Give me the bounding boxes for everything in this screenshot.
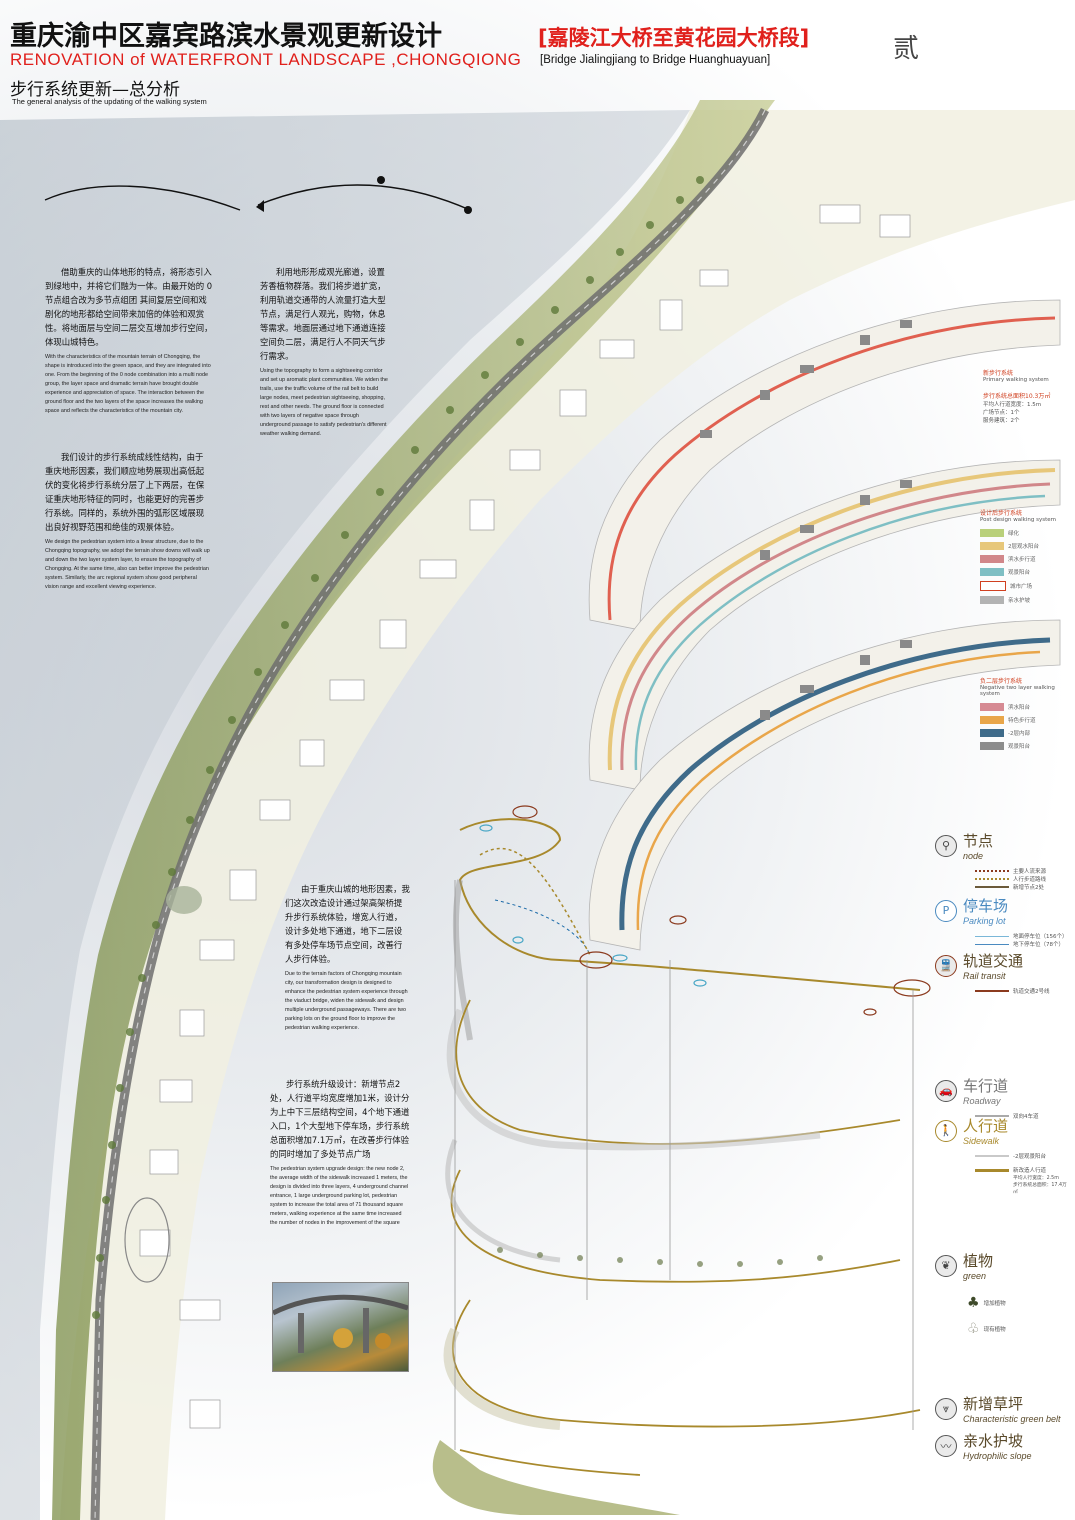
layer-green: [443, 1247, 921, 1430]
layer-map-1: [588, 299, 1061, 631]
guide-lines: [454, 880, 914, 1450]
tree-icon: ♣: [967, 1295, 980, 1311]
layer-roadway: [446, 999, 901, 1151]
map2-legend-item: 观景阳台: [980, 568, 1065, 576]
paragraph-1-en: With the characteristics of the mountain…: [45, 354, 211, 414]
leaf-icon: ❦: [935, 1254, 957, 1277]
tree-outline-icon: ♧: [967, 1321, 980, 1337]
layer-sidewalk: [445, 1139, 901, 1283]
paragraph-2: 利用地形形成观光廊道，设置芳香植物群落。我们将步道扩宽，利用轨道交通带的人流量打…: [260, 265, 390, 439]
map3-legend-item: 滨水阳台: [980, 703, 1065, 711]
map3-labels: 负二层步行系统 Negative two layer walking syste…: [980, 676, 1065, 755]
paragraph-4-en: Due to the terrain factors of Chongqing …: [285, 971, 408, 1031]
green-belt: [52, 100, 775, 1520]
map1-stat2: 广场节点：1个: [983, 410, 1020, 416]
river: [0, 110, 690, 1520]
site-photo: [271, 1282, 409, 1372]
layer-map-3: [588, 619, 1061, 951]
paragraph-5-en: The pedestrian system upgrade design: th…: [270, 1166, 409, 1226]
paragraph-2-cn: 利用地形形成观光廊道，设置芳香植物群落。我们将步道扩宽，利用轨道交通带的人流量打…: [260, 267, 386, 361]
rail-icon: 🚆: [935, 954, 957, 977]
map1-stat3: 服务建筑：2个: [983, 418, 1020, 424]
subtitle-cn: 步行系统更新—总分析: [10, 80, 180, 100]
map3-title-en: Negative two layer walking system: [980, 685, 1055, 697]
paragraph-3-cn: 我们设计的步行系统成线性结构，由于重庆地形因素，我们顺应地势展现出高低起伏的变化…: [45, 452, 205, 532]
map1-title: 新步行系统: [983, 370, 1014, 377]
title-cn: 重庆渝中区嘉宾路滨水景观更新设计: [10, 21, 442, 52]
pedestrian-icon: 🚶: [935, 1119, 957, 1142]
buildings: [139, 204, 911, 1429]
photo-bridge-icon: [271, 1294, 409, 1353]
paragraph-1-cn: 借助重庆的山体地形的特点，将形态引入到绿地中，并将它们融为一体。由最开始的 0 …: [45, 267, 213, 347]
grass-icon: ⩔: [935, 1397, 957, 1420]
map2-legend-item: 绿化: [980, 529, 1065, 537]
arc-end-dot: [464, 206, 472, 214]
car-icon: 🚗: [935, 1079, 957, 1102]
layer-map-2: [588, 459, 1061, 791]
map3-legend-item: 观景阳台: [980, 742, 1065, 750]
map3-legend-item: 特色步行道: [980, 716, 1065, 724]
wave-icon: 〰: [935, 1434, 957, 1457]
map1-area: 步行系统总面积10.3万㎡: [983, 393, 1051, 400]
paragraph-5-cn: 步行系统升级设计：新增节点2处，人行道平均宽度增加1米，设计分为上中下三层结构空…: [270, 1079, 410, 1159]
node-icon: ⚲: [935, 834, 957, 857]
map1-title-en: Primary walking system: [983, 377, 1049, 383]
paragraph-3: 我们设计的步行系统成线性结构，由于重庆地形因素，我们顺应地势展现出高低起伏的变化…: [45, 450, 210, 592]
arc-left: [44, 185, 241, 211]
road-centerline: [94, 109, 766, 1520]
map3-legend-item: -2层内部: [980, 729, 1065, 737]
title-cn-section: [嘉陵江大桥至黄花园大桥段]: [538, 26, 810, 50]
map2-legend-item: 城市广场: [980, 581, 1065, 591]
paragraph-2-en: Using the topography to form a sightseei…: [260, 368, 388, 437]
map2-legend-item: 2层观水阳台: [980, 542, 1065, 550]
layer-nodes: [452, 805, 931, 1041]
map2-title-en: Post design walking system: [980, 517, 1056, 523]
arc-right: [257, 184, 471, 211]
map2-legend-item: 滨水步行道: [980, 555, 1065, 563]
sports-track: [124, 1197, 170, 1283]
map2-legend-item: 亲水护坡: [980, 596, 1065, 604]
trees: [92, 176, 704, 1319]
paragraph-5: 步行系统升级设计：新增节点2处，人行道平均宽度增加1米，设计分为上中下三层结构空…: [270, 1077, 410, 1228]
paragraph-4: 由于重庆山城的地形因素，我们这次改造设计通过架高架桥提升步行系统体验，增宽人行道…: [285, 882, 410, 1033]
map2-labels: 设计后步行系统 Post design walking system 绿化 2层…: [980, 508, 1065, 609]
map1-stat1: 平均人行道宽度：1.5m: [983, 402, 1042, 408]
arc-node-dot: [377, 176, 385, 184]
page-number: 贰: [893, 34, 920, 64]
paragraph-1: 借助重庆的山体地形的特点，将形态引入到绿地中，并将它们融为一体。由最开始的 0 …: [45, 265, 215, 416]
title-en: RENOVATION of WATERFRONT LANDSCAPE ,CHON…: [10, 50, 522, 69]
round-plaza: [166, 886, 202, 914]
subtitle-en: The general analysis of the updating of …: [12, 97, 207, 106]
arrow-icon: [256, 200, 264, 212]
map2-title: 设计后步行系统: [980, 510, 1023, 517]
paragraph-3-en: We design the pedestrian system into a l…: [45, 539, 210, 590]
title-en-section: [Bridge Jialingjiang to Bridge Huanghuay…: [540, 54, 771, 66]
parking-icon: P: [935, 899, 957, 922]
layer-slope: [432, 1440, 680, 1515]
map3-title: 负二层步行系统: [980, 678, 1023, 685]
map1-labels: 新步行系统 Primary walking system 步行系统总面积10.3…: [983, 368, 1068, 424]
paragraph-4-cn: 由于重庆山城的地形因素，我们这次改造设计通过架高架桥提升步行系统体验，增宽人行道…: [285, 884, 410, 964]
